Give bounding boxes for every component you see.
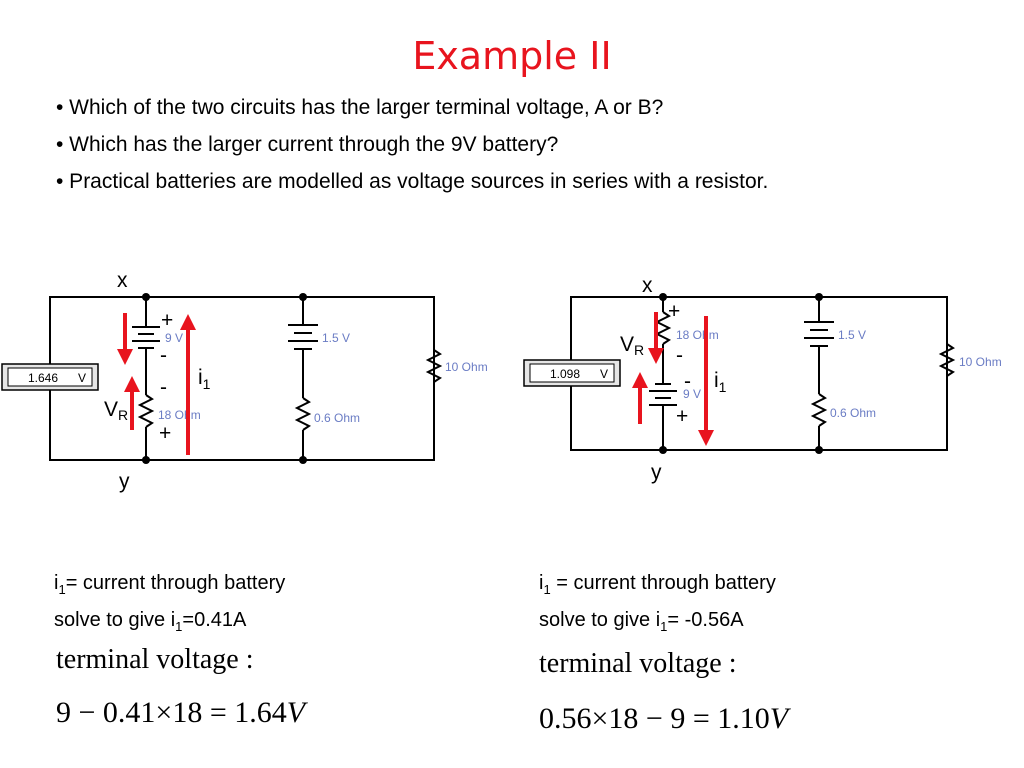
note-b-line1: i1 = current through battery (539, 568, 776, 605)
resistor-label: 0.6 Ohm (830, 406, 876, 420)
note-text: solve to give i (539, 609, 661, 631)
polarity-plus: + (676, 405, 688, 428)
meter-reading: 1.646 (28, 371, 58, 385)
resistor-18-a (137, 394, 155, 428)
note-text: = -0.56A (667, 609, 744, 631)
resistor-label: 18 Ohm (676, 328, 719, 342)
equation-b: 0.56×18 − 9 = 1.10V (539, 702, 788, 736)
battery-9v-b (649, 383, 677, 406)
note-text: = current through battery (65, 572, 286, 594)
note-text: = current through battery (550, 572, 776, 594)
node-label-y: y (651, 461, 662, 484)
node-label-x: x (642, 274, 653, 297)
battery-15v-b (804, 321, 834, 347)
equation-unit: V (769, 702, 789, 735)
battery-9v-a (132, 326, 160, 349)
note-b-line2: solve to give i1= -0.56A (539, 605, 776, 642)
polarity-plus: + (668, 300, 680, 323)
note-text: =0.41A (182, 609, 247, 631)
node-dot (659, 446, 667, 454)
bullet-item: • Which of the two circuits has the larg… (56, 96, 664, 119)
battery-15v-a (288, 324, 318, 350)
node-dot (659, 293, 667, 301)
current-subscript: 1 (203, 376, 211, 392)
polarity-minus: - (160, 376, 167, 399)
resistor-18-b (654, 311, 672, 345)
current-label: i1 (714, 369, 727, 395)
current-label: i1 (198, 366, 211, 392)
current-symbol: i (539, 572, 544, 594)
current-symbol: i (714, 369, 719, 392)
voltage-label: VR (620, 333, 644, 358)
voltmeter-b: 1.098 V (523, 359, 621, 387)
resistor-label: 18 Ohm (158, 408, 201, 422)
note-a: i1= current through battery solve to giv… (54, 568, 285, 642)
node-dot (299, 456, 307, 464)
equation-a: 9 − 0.41×18 = 1.64V (56, 696, 305, 730)
node-dot (142, 293, 150, 301)
current-symbol: i (54, 572, 59, 594)
resistor-label: 10 Ohm (959, 355, 1002, 369)
wire (570, 296, 948, 451)
polarity-minus: - (684, 370, 691, 393)
meter-reading: 1.098 (550, 367, 580, 381)
current-subscript: 1 (660, 619, 668, 634)
circuit-b: 1.098 V x y (523, 274, 1002, 484)
bullet-list: • Which of the two circuits has the larg… (56, 94, 768, 205)
node-label-y: y (119, 470, 130, 493)
voltage-symbol: V (620, 333, 634, 356)
voltage-symbol: V (104, 398, 118, 421)
note-text: solve to give i (54, 609, 176, 631)
resistor-10-b (938, 343, 956, 377)
battery-label: 1.5 V (838, 328, 866, 342)
resistor-10-a (425, 349, 443, 383)
voltage-subscript: R (118, 407, 128, 423)
note-a-line1: i1= current through battery (54, 568, 285, 605)
node-dot (815, 293, 823, 301)
polarity-plus: + (161, 309, 173, 332)
equation-heading-b: terminal voltage : (539, 648, 737, 679)
node-dot (142, 456, 150, 464)
node-label-x: x (117, 269, 128, 292)
bullet-item: • Which has the larger current through t… (56, 133, 559, 156)
polarity-minus: - (160, 344, 167, 367)
current-subscript: 1 (175, 619, 183, 634)
current-subscript: 1 (543, 582, 551, 597)
meter-unit: V (600, 367, 608, 381)
equation-expression: 0.56×18 − 9 = 1.10 (539, 702, 770, 735)
current-subscript: 1 (719, 379, 727, 395)
wire (49, 296, 435, 461)
resistor-label: 0.6 Ohm (314, 411, 360, 425)
node-dot (299, 293, 307, 301)
resistor-label: 10 Ohm (445, 360, 488, 374)
node-dot (815, 446, 823, 454)
voltage-label: VR (104, 398, 128, 423)
resistor-06-a (294, 397, 312, 431)
battery-label: 9 V (683, 387, 701, 401)
slide-title: Example II (412, 34, 612, 78)
polarity-minus: - (676, 344, 683, 367)
resistor-06-b (810, 393, 828, 427)
equation-expression: 9 − 0.41×18 = 1.64 (56, 696, 287, 729)
voltmeter-a: 1.646 V (1, 363, 99, 391)
polarity-plus: + (159, 422, 171, 445)
current-symbol: i (198, 366, 203, 389)
battery-label: 9 V (165, 331, 183, 345)
equation-unit: V (286, 696, 306, 729)
circuit-a: 1.646 V x y (1, 269, 488, 493)
voltage-subscript: R (634, 342, 644, 358)
battery-label: 1.5 V (322, 331, 350, 345)
note-b: i1 = current through battery solve to gi… (539, 568, 776, 642)
bullet-item: • Practical batteries are modelled as vo… (56, 170, 769, 193)
current-subscript: 1 (58, 582, 66, 597)
note-a-line2: solve to give i1=0.41A (54, 605, 285, 642)
equation-heading-a: terminal voltage : (56, 644, 254, 675)
meter-unit: V (78, 371, 86, 385)
